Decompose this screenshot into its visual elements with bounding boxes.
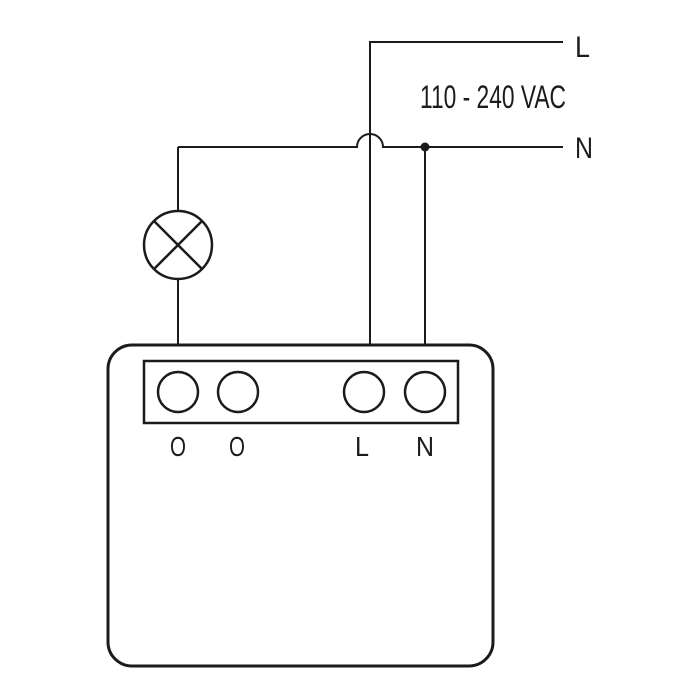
terminal-block [142, 359, 460, 425]
neutral-supply-label: N [575, 132, 593, 165]
terminal-hole-o2 [216, 370, 260, 414]
terminal-label-n: N [416, 431, 434, 462]
lamp-circle [142, 209, 214, 281]
terminal-hole-o1 [156, 370, 200, 414]
terminal-label-o2: O [229, 431, 245, 462]
live-supply-label: L [575, 31, 590, 64]
terminal-label-o1: O [170, 431, 186, 462]
terminal-label-l: L [355, 431, 369, 462]
device-body [106, 343, 495, 668]
junction-dot-icon [420, 142, 430, 152]
live-supply-wire [369, 41, 563, 345]
lamp-cross [153, 220, 203, 270]
lamp-icon [142, 209, 214, 281]
neutral-supply-wire [178, 133, 563, 148]
terminal-hole-n [403, 370, 447, 414]
voltage-rating-label: 110 - 240 VAC [420, 79, 566, 115]
terminal-hole-l [342, 370, 386, 414]
